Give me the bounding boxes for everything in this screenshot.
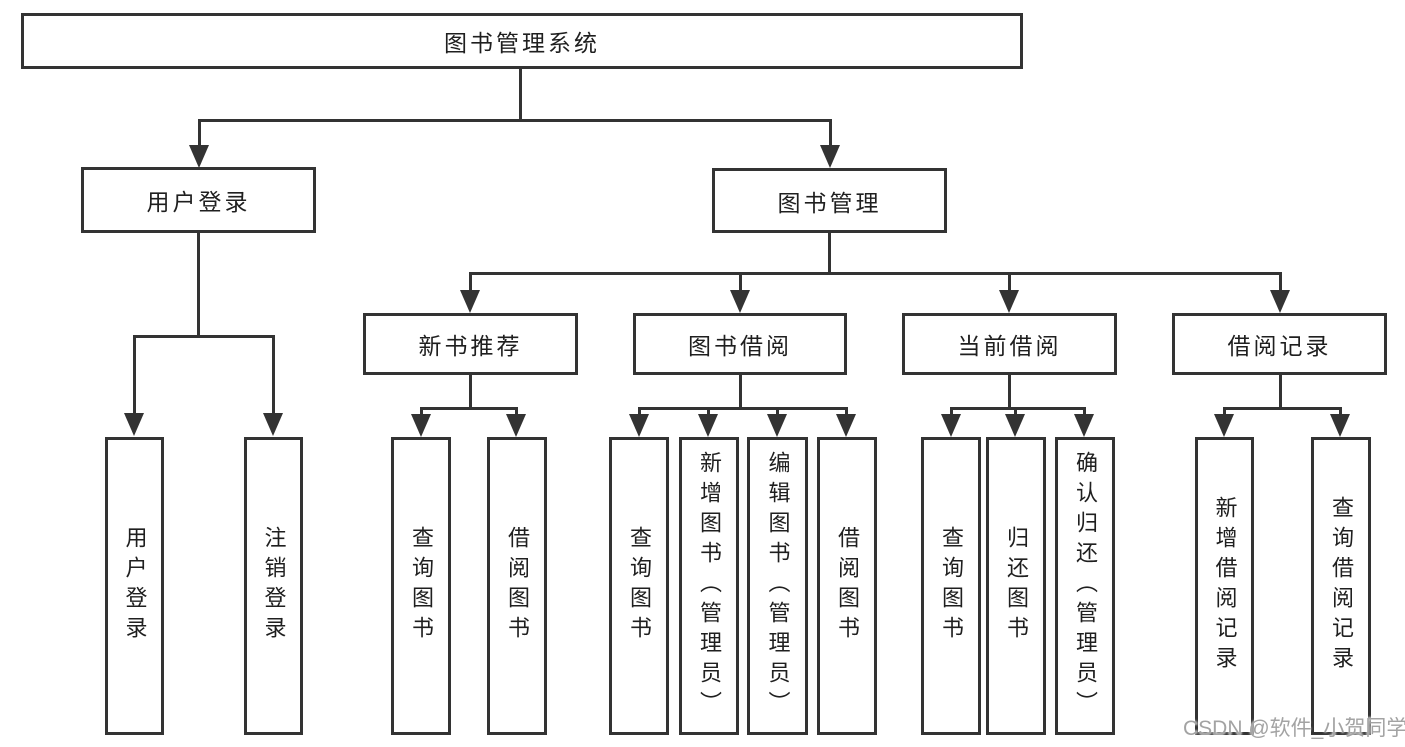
node-label: 当前借阅 bbox=[957, 333, 1062, 359]
leaf-label: 注销登录 bbox=[261, 526, 287, 646]
leaf-label: 归还图书 bbox=[1004, 526, 1029, 646]
connector-line bbox=[133, 335, 275, 338]
arrow-down-icon bbox=[999, 290, 1019, 313]
connector-line bbox=[1008, 375, 1011, 410]
node-library-system: 图书管理系统 bbox=[21, 13, 1023, 69]
leaf-label: 借阅图书 bbox=[505, 526, 530, 646]
leaf-label: 新增图书（管理员） bbox=[697, 451, 722, 721]
connector-line bbox=[469, 272, 1282, 275]
connector-line bbox=[133, 335, 136, 415]
arrow-down-icon bbox=[820, 145, 840, 168]
connector-line bbox=[519, 69, 522, 121]
leaf-query-borrow-record: 查询借阅记录 bbox=[1311, 437, 1371, 735]
node-book-management: 图书管理 bbox=[712, 168, 947, 233]
leaf-label: 查询图书 bbox=[939, 526, 964, 646]
leaf-confirm-return-admin: 确认归还（管理员） bbox=[1055, 437, 1115, 735]
connector-line bbox=[1339, 407, 1342, 417]
connector-line bbox=[828, 233, 831, 275]
node-label: 用户登录 bbox=[146, 189, 251, 215]
arrow-down-icon bbox=[1214, 414, 1234, 437]
leaf-label: 查询图书 bbox=[409, 526, 434, 646]
leaf-label: 新增借阅记录 bbox=[1212, 496, 1238, 676]
connector-line bbox=[950, 407, 1086, 410]
arrow-down-icon bbox=[189, 145, 209, 168]
connector-line bbox=[420, 407, 518, 410]
node-new-book-recommendation: 新书推荐 bbox=[363, 313, 578, 375]
connector-line bbox=[1223, 407, 1226, 417]
connector-line bbox=[829, 119, 832, 149]
csdn-watermark: CSDN @软件_小贺同学 bbox=[1183, 717, 1405, 740]
connector-line bbox=[1223, 407, 1341, 410]
arrow-down-icon bbox=[767, 414, 787, 437]
connector-line bbox=[469, 375, 472, 410]
connector-line bbox=[1014, 407, 1017, 417]
leaf-query-books-recommend: 查询图书 bbox=[391, 437, 451, 735]
arrow-down-icon bbox=[411, 414, 431, 437]
leaf-add-borrow-record: 新增借阅记录 bbox=[1195, 437, 1254, 735]
leaf-label: 查询图书 bbox=[627, 526, 652, 646]
connector-line bbox=[739, 375, 742, 410]
leaf-user-login: 用户登录 bbox=[105, 437, 164, 735]
arrow-down-icon bbox=[1005, 414, 1025, 437]
arrow-down-icon bbox=[460, 290, 480, 313]
connector-line bbox=[420, 407, 423, 417]
arrow-down-icon bbox=[941, 414, 961, 437]
connector-line bbox=[1083, 407, 1086, 417]
node-current-borrowing: 当前借阅 bbox=[902, 313, 1117, 375]
connector-line bbox=[1279, 272, 1282, 292]
arrow-down-icon bbox=[1330, 414, 1350, 437]
arrow-down-icon bbox=[263, 413, 283, 436]
leaf-label: 用户登录 bbox=[122, 526, 148, 646]
connector-line bbox=[776, 407, 779, 417]
arrow-down-icon bbox=[629, 414, 649, 437]
arrow-down-icon bbox=[506, 414, 526, 437]
leaf-borrow-books-recommend: 借阅图书 bbox=[487, 437, 547, 735]
arrow-down-icon bbox=[730, 290, 750, 313]
connector-line bbox=[950, 407, 953, 417]
leaf-query-books-borrow: 查询图书 bbox=[609, 437, 669, 735]
leaf-borrow-books: 借阅图书 bbox=[817, 437, 877, 735]
leaf-label: 确认归还（管理员） bbox=[1073, 451, 1098, 721]
leaf-label: 查询借阅记录 bbox=[1329, 496, 1354, 676]
connector-line bbox=[1279, 375, 1282, 410]
arrow-down-icon bbox=[698, 414, 718, 437]
connector-line bbox=[515, 407, 518, 417]
connector-line bbox=[272, 335, 275, 415]
node-label: 新书推荐 bbox=[418, 333, 523, 359]
leaf-label: 编辑图书（管理员） bbox=[765, 451, 791, 721]
arrow-down-icon bbox=[1270, 290, 1290, 313]
leaf-edit-books-admin: 编辑图书（管理员） bbox=[747, 437, 808, 735]
connector-line bbox=[198, 119, 832, 122]
node-borrowing-records: 借阅记录 bbox=[1172, 313, 1387, 375]
node-label: 图书借阅 bbox=[688, 333, 792, 359]
connector-line bbox=[845, 407, 848, 417]
node-book-borrowing: 图书借阅 bbox=[633, 313, 847, 375]
connector-line bbox=[638, 407, 641, 417]
arrow-down-icon bbox=[124, 413, 144, 436]
node-label: 图书管理系统 bbox=[444, 30, 600, 56]
leaf-logout: 注销登录 bbox=[244, 437, 303, 735]
connector-line bbox=[638, 407, 848, 410]
node-user-login: 用户登录 bbox=[81, 167, 316, 233]
arrow-down-icon bbox=[1074, 414, 1094, 437]
connector-line bbox=[1008, 272, 1011, 292]
connector-line bbox=[469, 272, 472, 292]
leaf-query-books-current: 查询图书 bbox=[921, 437, 981, 735]
leaf-label: 借阅图书 bbox=[835, 526, 860, 646]
arrow-down-icon bbox=[836, 414, 856, 437]
connector-line bbox=[707, 407, 710, 417]
node-label: 借阅记录 bbox=[1227, 333, 1332, 359]
connector-line bbox=[739, 272, 742, 292]
connector-line bbox=[197, 233, 200, 338]
connector-line bbox=[198, 119, 201, 149]
leaf-add-books-admin: 新增图书（管理员） bbox=[679, 437, 739, 735]
leaf-return-books: 归还图书 bbox=[986, 437, 1046, 735]
node-label: 图书管理 bbox=[777, 189, 882, 216]
